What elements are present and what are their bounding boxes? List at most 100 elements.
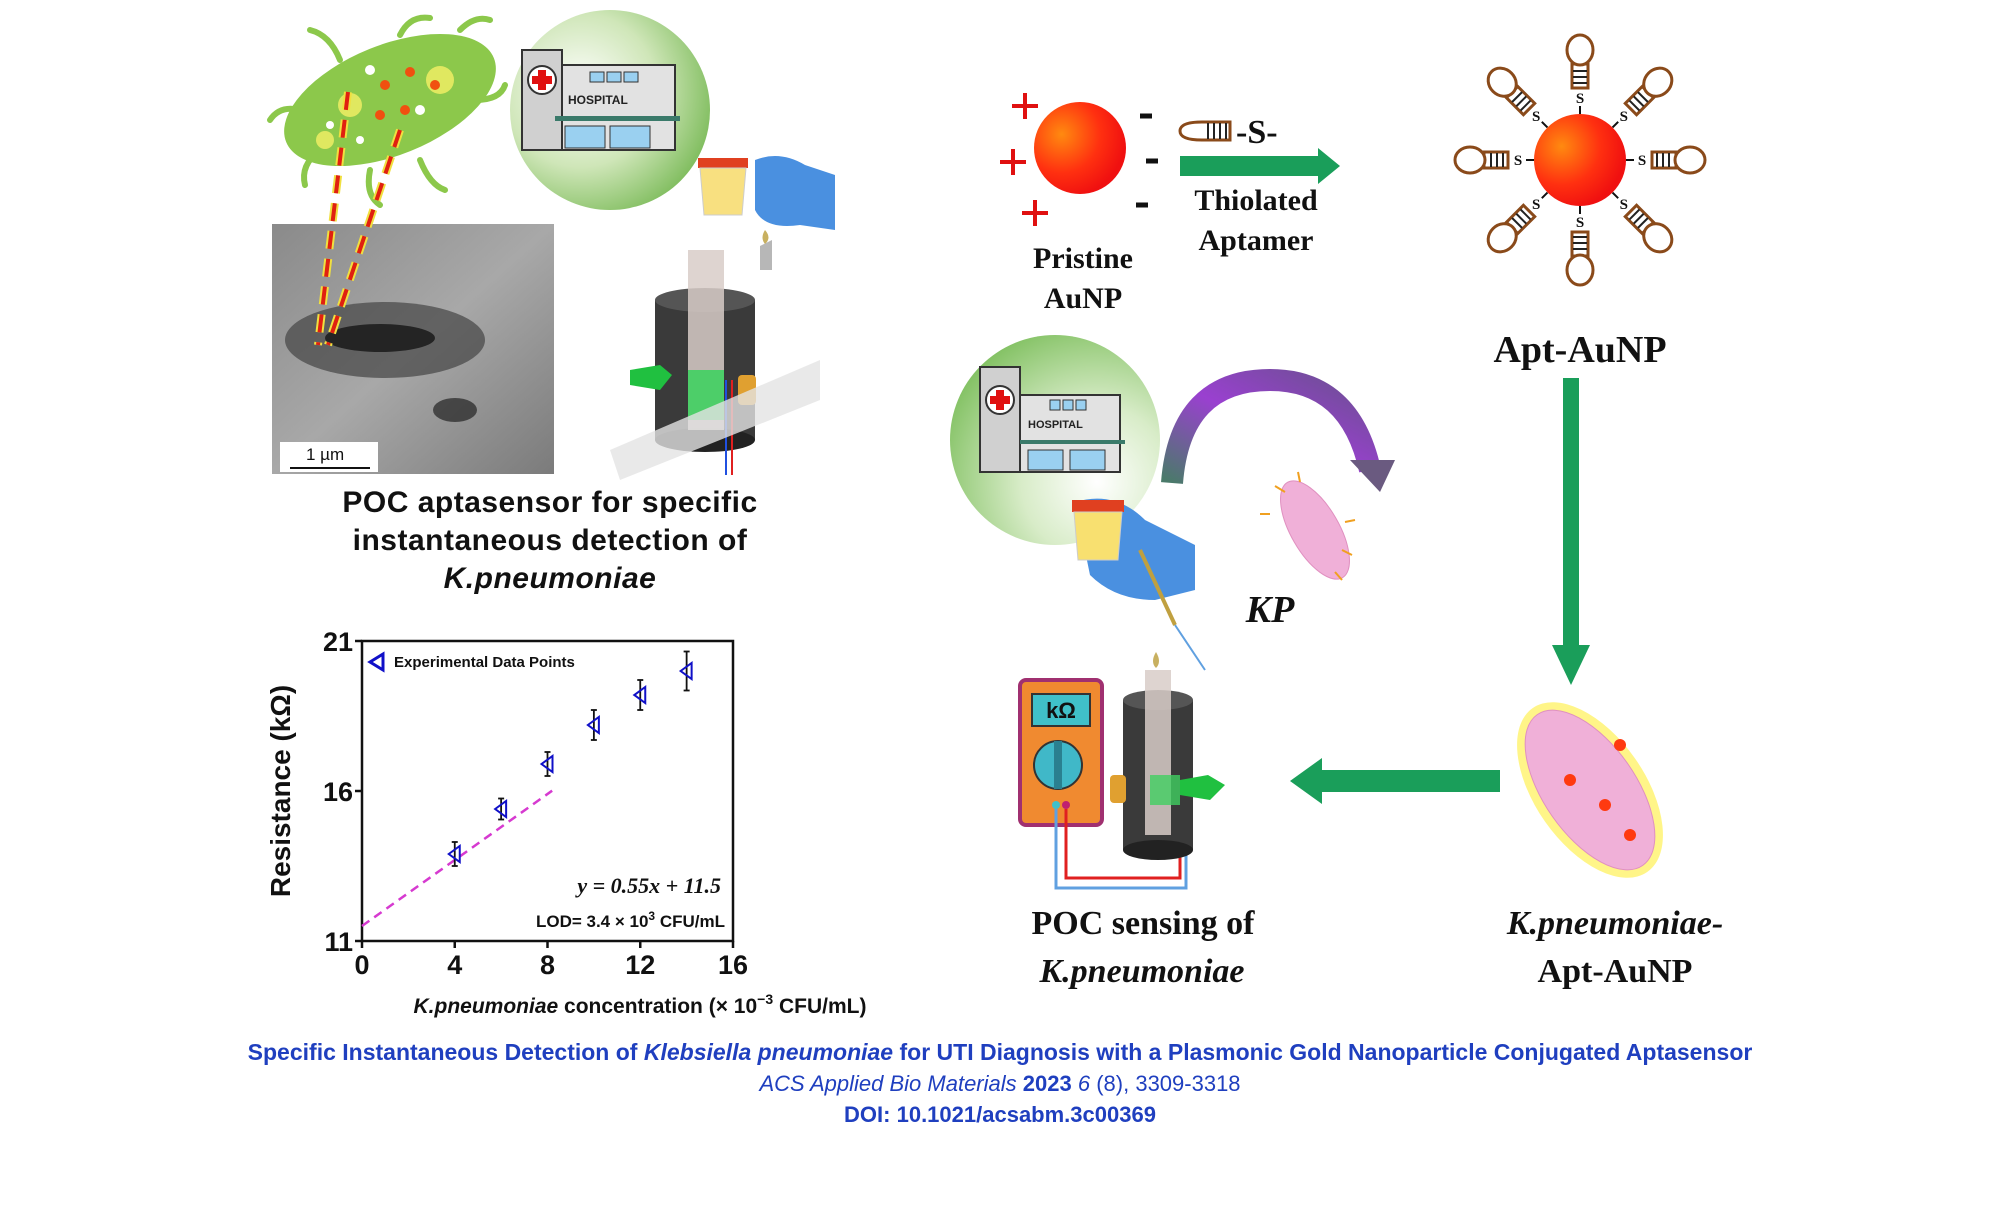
meter-unit-label: kΩ [1046,698,1076,723]
pipette-icon [1138,549,1177,626]
left-triangle-marker [632,685,647,705]
kp-bacterium-icon [1260,471,1356,581]
journal-citation: ACS Applied Bio Materials 2023 6 (8), 33… [0,1070,2000,1097]
curved-arrow-head [1350,460,1395,492]
lod-unit: CFU/mL [655,912,725,931]
journal-year: 2023 [1022,1071,1072,1096]
journal-issue-pages: (8), 3309-3318 [1090,1071,1241,1096]
left-caption-line-2: instantaneous detection of [352,524,748,557]
left-illustration: HOSPITAL 1 µm [267,10,835,480]
x-axis-label-unit: CFU/mL) [773,995,866,1018]
aptamer-hairpin [1486,66,1537,117]
journal-name: ACS Applied Bio Materials [759,1071,1017,1096]
data-point [447,841,461,867]
green-arrow-right [1180,156,1320,176]
data-point [539,751,554,777]
data-point [632,679,647,711]
green-arrow-down [1563,378,1579,648]
x-axis-label-exp: −3 [757,991,773,1007]
aptamer-hairpin [1650,145,1707,175]
x-axis-label-italic: K.pneumoniae [414,995,559,1018]
lod-prefix: LOD= 3.4 × 10 [536,912,648,931]
lod-exp: 3 [648,909,655,923]
plot-frame [360,639,735,943]
x-tick-label: 4 [447,950,462,980]
left-caption-line-3: K.pneumoniae [443,562,657,595]
thiol-bond [1611,191,1619,199]
x-tick-label: 0 [354,950,369,980]
sensor-device-icon-2 [1110,652,1225,860]
aptamer-hairpin [1565,230,1595,287]
left-triangle-marker [586,715,600,735]
thiol-bond [1611,121,1619,129]
hospital-sign-2: HOSPITAL [1028,419,1083,431]
bacterium-green-icon [267,14,508,208]
legend-label: Experimental Data Points [394,654,575,671]
left-caption: POC aptasensor for specific instantaneou… [300,484,800,598]
article-title-italic: Klebsiella pneumoniae [643,1039,894,1065]
thiol-s-label: S [1638,153,1646,169]
x-tick-label: 8 [540,950,555,980]
thiol-s-label: S [1514,153,1522,169]
kp-apt-aunp-complex-icon [1517,702,1663,878]
thiol-formula: -S- [1236,114,1278,151]
left-triangle-marker [447,844,461,864]
x-tick-label: 12 [625,950,655,980]
article-title[interactable]: Specific Instantaneous Detection of Kleb… [0,1038,2000,1066]
scale-bar-label: 1 µm [306,445,344,464]
green-arrow-down-head [1552,645,1590,685]
left-caption-line-1: POC aptasensor for specific [342,486,758,519]
thiol-s-label: S [1620,109,1628,125]
fit-equation: y = 0.55x + 11.5 [574,873,721,898]
green-arrow-left [1320,770,1500,792]
article-title-pre: Specific Instantaneous Detection of [247,1039,644,1065]
legend-marker-icon [367,651,385,673]
aptamer-hairpin [1486,203,1537,254]
aptamer-hairpin [1623,203,1674,254]
data-point [493,797,508,821]
aptamer-hairpin [1453,145,1510,175]
y-tick-label: 16 [323,777,353,807]
data-point [678,650,693,692]
hospital-sign: HOSPITAL [568,93,628,107]
thiol-s-label: S [1576,91,1584,107]
x-axis-label-rest: concentration (× 10 [558,995,757,1018]
poc-label-2: K.pneumoniae [1039,953,1245,990]
left-triangle-marker [539,754,554,774]
apt-aunp-icon: S S S S S S S S [1453,33,1707,287]
journal-volume: 6 [1077,1071,1091,1096]
thiol-s-label: S [1532,197,1540,213]
pristine-label-2: AuNP [1044,282,1122,315]
resistance-chart: 0 4 8 12 16 11 16 21 Experimental Data Points y… [265,627,867,1018]
y-axis-label: Resistance (kΩ) [265,685,296,897]
multimeter-icon: kΩ [1018,678,1104,827]
left-triangle-marker [678,661,693,681]
doi-link[interactable]: DOI: 10.1021/acsabm.3c00369 [844,1102,1156,1127]
y-tick-label: 21 [323,627,353,657]
poc-label-1: POC sensing of [1032,905,1256,942]
thiol-s-label: S [1620,197,1628,213]
thiol-label-1: Thiolated [1194,184,1318,217]
y-tick-label: 11 [324,927,353,957]
complex-label-1: K.pneumoniae- [1506,905,1723,942]
pristine-aunp-icon [1000,93,1158,226]
sensor-device-icon [610,230,820,480]
thiol-s-label: S [1576,215,1584,231]
complex-label-2: Apt-AuNP [1538,953,1693,990]
green-arrow-left-head [1290,758,1322,804]
hospital-icon-2: HOSPITAL [979,366,1125,473]
x-axis-label: K.pneumoniae concentration (× 10−3 CFU/m… [414,991,867,1018]
aptamer-hairpin [1623,66,1674,117]
thiol-bond [1541,121,1549,129]
thiol-bond [1541,191,1549,199]
aptamer-icon [1178,120,1232,142]
curved-arrow [1161,368,1381,485]
left-triangle-marker [493,799,508,819]
aptamer-hairpin [1565,33,1595,90]
thiol-label-2: Aptamer [1199,224,1314,257]
right-schematic: Pristine AuNP -S- Thiolated Aptamer SSSS… [950,33,1723,990]
apt-aunp-label: Apt-AuNP [1493,329,1666,371]
lod-annotation: LOD= 3.4 × 103 CFU/mL [536,909,725,931]
thiol-s-label: S [1532,109,1540,125]
x-tick-label: 16 [718,950,748,980]
